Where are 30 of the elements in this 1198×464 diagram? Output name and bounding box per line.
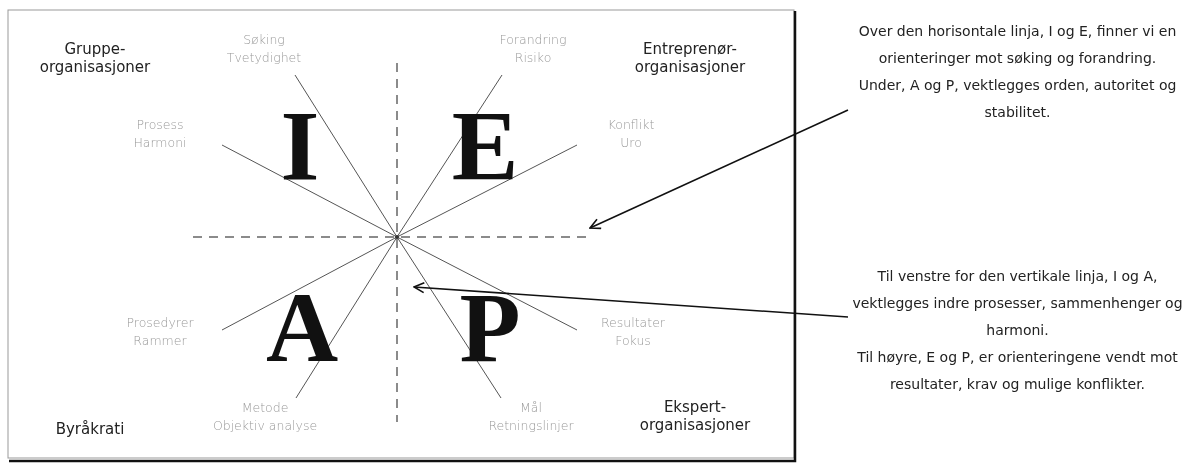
quadrant-label: Byråkrati xyxy=(54,420,126,438)
note-text: Til høyre, E og P, er orienteringene vendt mot resultater, krav og mulige konflikter. xyxy=(856,348,1179,394)
spoke-label: Tvetydighet xyxy=(225,50,303,65)
quadrant-label: Entreprenør- organisasjoner xyxy=(633,40,747,76)
spoke-label: Forandring xyxy=(498,32,568,47)
note-text: Til venstre for den vertikale linja, I og A, vektlegges indre prosesser, sammenhenger og harmoni. xyxy=(851,267,1184,340)
spoke-label: Resultater xyxy=(600,315,666,330)
spoke-label: Søking xyxy=(242,32,286,47)
quadrant-letter: P xyxy=(458,278,522,378)
spoke-label: Prosess xyxy=(135,117,185,132)
arrow xyxy=(589,109,849,230)
spoke-label: Mål xyxy=(519,400,543,415)
spoke-label: Retningslinjer xyxy=(487,418,575,433)
quadrant-label: Ekspert- organisasjoner xyxy=(638,398,752,434)
spoke-label: Fokus xyxy=(614,333,652,348)
spoke-label: Metode xyxy=(240,400,290,415)
spoke-label: Risiko xyxy=(513,50,553,65)
spoke-label: Prosedyrer xyxy=(125,315,195,330)
arrow xyxy=(413,281,849,318)
spoke-label: Harmoni xyxy=(132,135,188,150)
note-text: Under, A og P, vektlegges orden, autoritet og stabilitet. xyxy=(857,76,1178,122)
quadrant-letter: E xyxy=(450,96,520,196)
quadrant-letter: A xyxy=(264,278,340,378)
spoke-label: Objektiv analyse xyxy=(211,418,319,433)
note-text: Over den horisontale linja, I og E, finner vi en orienteringer mot søking og forandring. xyxy=(857,22,1178,68)
spoke-label: Rammer xyxy=(132,333,188,348)
spoke-label: Uro xyxy=(619,135,643,150)
quadrant-letter: I xyxy=(279,96,321,196)
quadrant-label: Gruppe- organisasjoner xyxy=(38,40,152,76)
spoke-label: Konflikt xyxy=(606,117,656,132)
